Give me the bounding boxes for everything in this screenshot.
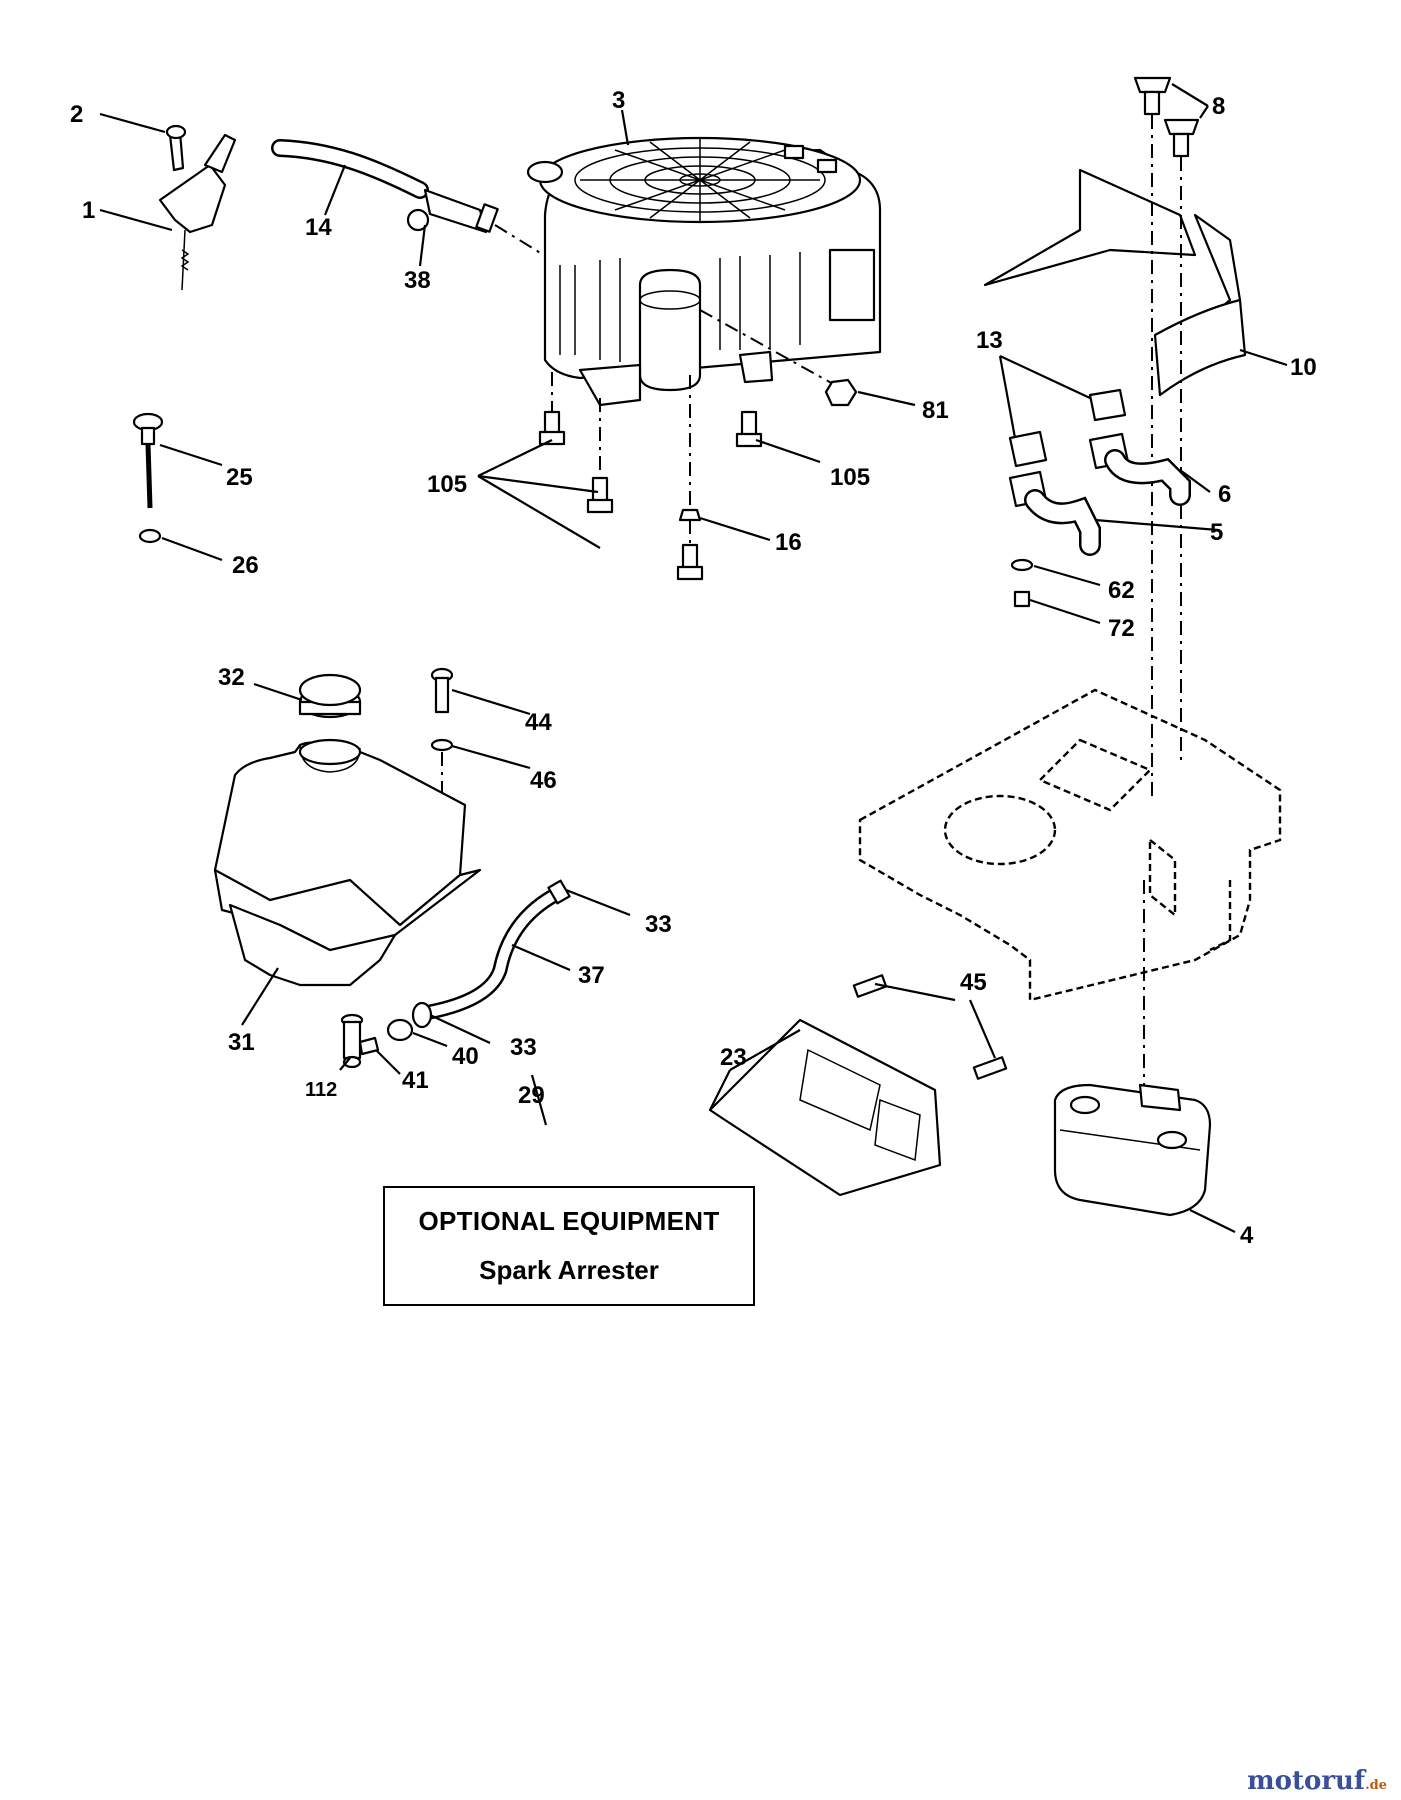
callout-40: 40 [452,1043,479,1070]
watermark-main: motoruf [1247,1766,1366,1796]
fuel-cap [298,673,362,719]
callout-72: 72 [1108,615,1135,642]
callout-46: 46 [530,767,557,794]
heat-shield-bolts [1133,76,1200,800]
leader-lines [99,83,1288,1233]
callout-105-right: 105 [830,464,870,491]
callout-33-lower: 33 [510,1034,537,1061]
callout-31: 31 [228,1029,255,1056]
spark-arrester [708,974,1008,1197]
callout-26: 26 [232,552,259,579]
callout-41: 41 [402,1067,429,1094]
callout-38: 38 [404,267,431,294]
callout-44: 44 [525,709,552,736]
callout-81: 81 [922,397,949,424]
frame [858,688,1282,1125]
engine [526,136,882,407]
callout-33-upper: 33 [645,911,672,938]
callout-25: 25 [226,464,253,491]
callout-4: 4 [1240,1222,1254,1249]
callout-23: 23 [720,1044,747,1071]
heat-shield [983,168,1247,397]
callout-105-left: 105 [427,471,467,498]
dipstick [132,412,164,544]
callout-2: 2 [70,101,83,128]
motoruf-logo: motoruf.de [1247,1766,1387,1796]
callout-6: 6 [1218,481,1231,508]
callout-112: 112 [305,1079,337,1101]
tank-bolt [430,667,454,885]
exhaust-pipes [1008,388,1191,608]
bushing [386,1018,414,1042]
muffler [1053,1083,1212,1217]
fuel-tank [213,738,482,987]
engine-bolts [538,372,763,581]
callout-10: 10 [1290,354,1317,381]
optional-equipment-item: Spark Arrester [479,1255,659,1285]
callout-29: 29 [518,1082,545,1109]
callout-45: 45 [960,969,987,996]
callout-1: 1 [82,197,95,224]
callout-16: 16 [775,529,802,556]
optional-equipment-box: OPTIONAL EQUIPMENT Spark Arrester [383,1186,755,1306]
callout-3: 3 [612,87,625,114]
shutoff-valve [340,1013,380,1069]
callout-14: 14 [305,214,332,241]
callout-labels: 1 2 3 4 5 6 8 10 13 14 16 23 25 26 29 31… [70,87,1317,1249]
callout-62: 62 [1108,577,1135,604]
fuel-fitting [406,188,561,266]
nut [699,309,858,407]
callout-5: 5 [1210,519,1223,546]
optional-equipment-title: OPTIONAL EQUIPMENT [418,1206,720,1236]
callout-32: 32 [218,664,245,691]
throttle-control [158,124,237,291]
callout-13: 13 [976,327,1003,354]
fuel-line [411,879,571,1029]
callout-8: 8 [1212,93,1225,120]
watermark-tld: .de [1365,1778,1387,1793]
callout-37: 37 [578,962,605,989]
